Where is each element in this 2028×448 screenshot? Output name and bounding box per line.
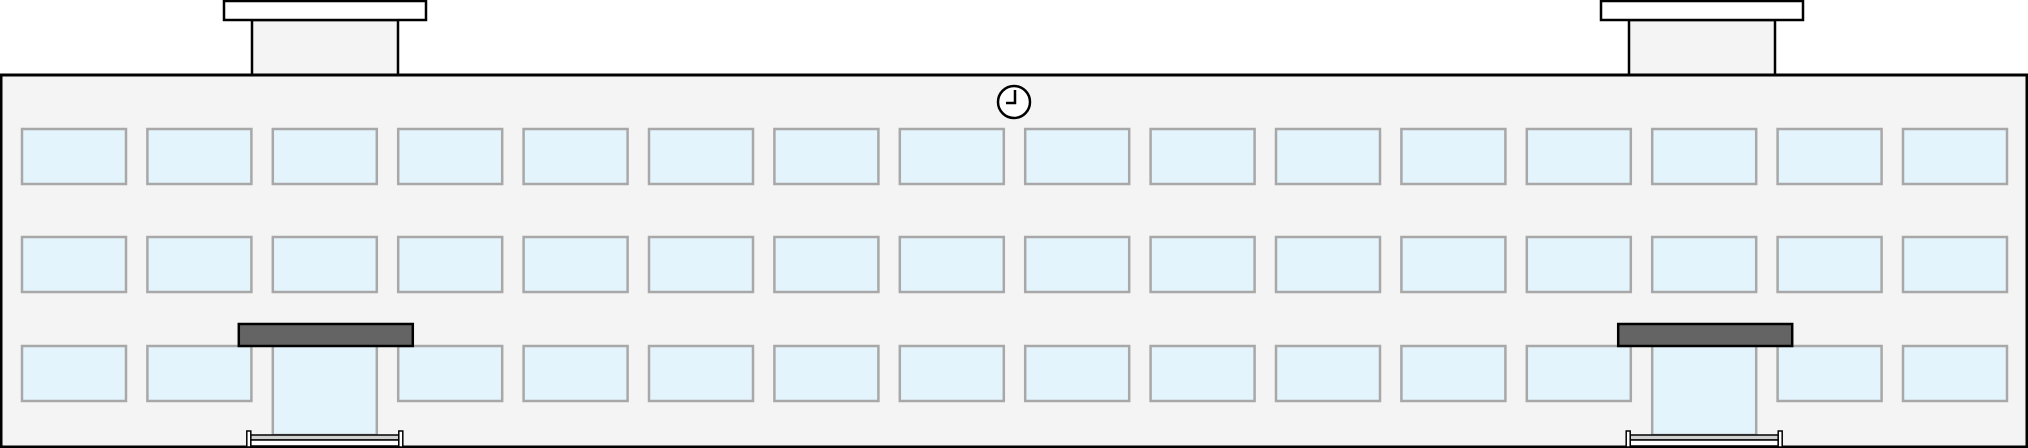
- window: [898, 344, 1006, 403]
- window: [20, 235, 128, 294]
- window: [647, 344, 755, 403]
- window: [271, 127, 379, 186]
- window: [1274, 235, 1382, 294]
- window: [1901, 344, 2009, 403]
- window: [146, 344, 253, 403]
- entrances: [237, 322, 1794, 448]
- window: [1901, 235, 2009, 294]
- window: [773, 344, 880, 403]
- rooftop-towers: [222, 0, 1805, 78]
- window: [1149, 344, 1256, 403]
- tower-cap: [222, 0, 428, 22]
- window: [1023, 127, 1131, 186]
- window: [1400, 235, 1507, 294]
- clock-icon: [996, 84, 1032, 120]
- window: [1149, 127, 1256, 186]
- window: [1776, 235, 1883, 294]
- railing-post: [246, 430, 252, 448]
- tower-cap: [1599, 0, 1805, 22]
- window: [1400, 344, 1507, 403]
- entrance-step: [250, 439, 400, 447]
- entrance-canopy: [1616, 322, 1794, 348]
- window: [773, 235, 880, 294]
- window: [396, 235, 504, 294]
- window: [396, 127, 504, 186]
- window: [1901, 127, 2009, 186]
- window: [20, 344, 128, 403]
- window: [1274, 127, 1382, 186]
- window: [1023, 235, 1131, 294]
- window: [1776, 127, 1883, 186]
- railing-post: [1777, 430, 1783, 448]
- tower-body: [1627, 18, 1777, 78]
- window: [271, 235, 379, 294]
- window: [647, 235, 755, 294]
- window: [1525, 127, 1633, 186]
- window: [1023, 344, 1131, 403]
- entrance-door: [1650, 343, 1758, 437]
- window: [396, 344, 504, 403]
- window: [898, 127, 1006, 186]
- window: [1274, 344, 1382, 403]
- window: [1400, 127, 1507, 186]
- window: [522, 235, 629, 294]
- window: [898, 235, 1006, 294]
- window: [146, 235, 253, 294]
- window: [773, 127, 880, 186]
- window: [522, 127, 629, 186]
- window: [1525, 344, 1633, 403]
- window: [1149, 235, 1256, 294]
- entrance-canopy: [237, 322, 415, 348]
- entrance-door: [271, 343, 379, 437]
- window: [1776, 344, 1883, 403]
- window: [1525, 235, 1633, 294]
- entrance-step: [1629, 439, 1779, 447]
- window: [1650, 235, 1758, 294]
- window: [20, 127, 128, 186]
- railing-post: [1625, 430, 1631, 448]
- window: [1650, 127, 1758, 186]
- tower-body: [250, 18, 400, 78]
- window-grid: [20, 127, 2009, 403]
- window: [522, 344, 629, 403]
- window: [647, 127, 755, 186]
- railing-post: [398, 430, 404, 448]
- window: [146, 127, 253, 186]
